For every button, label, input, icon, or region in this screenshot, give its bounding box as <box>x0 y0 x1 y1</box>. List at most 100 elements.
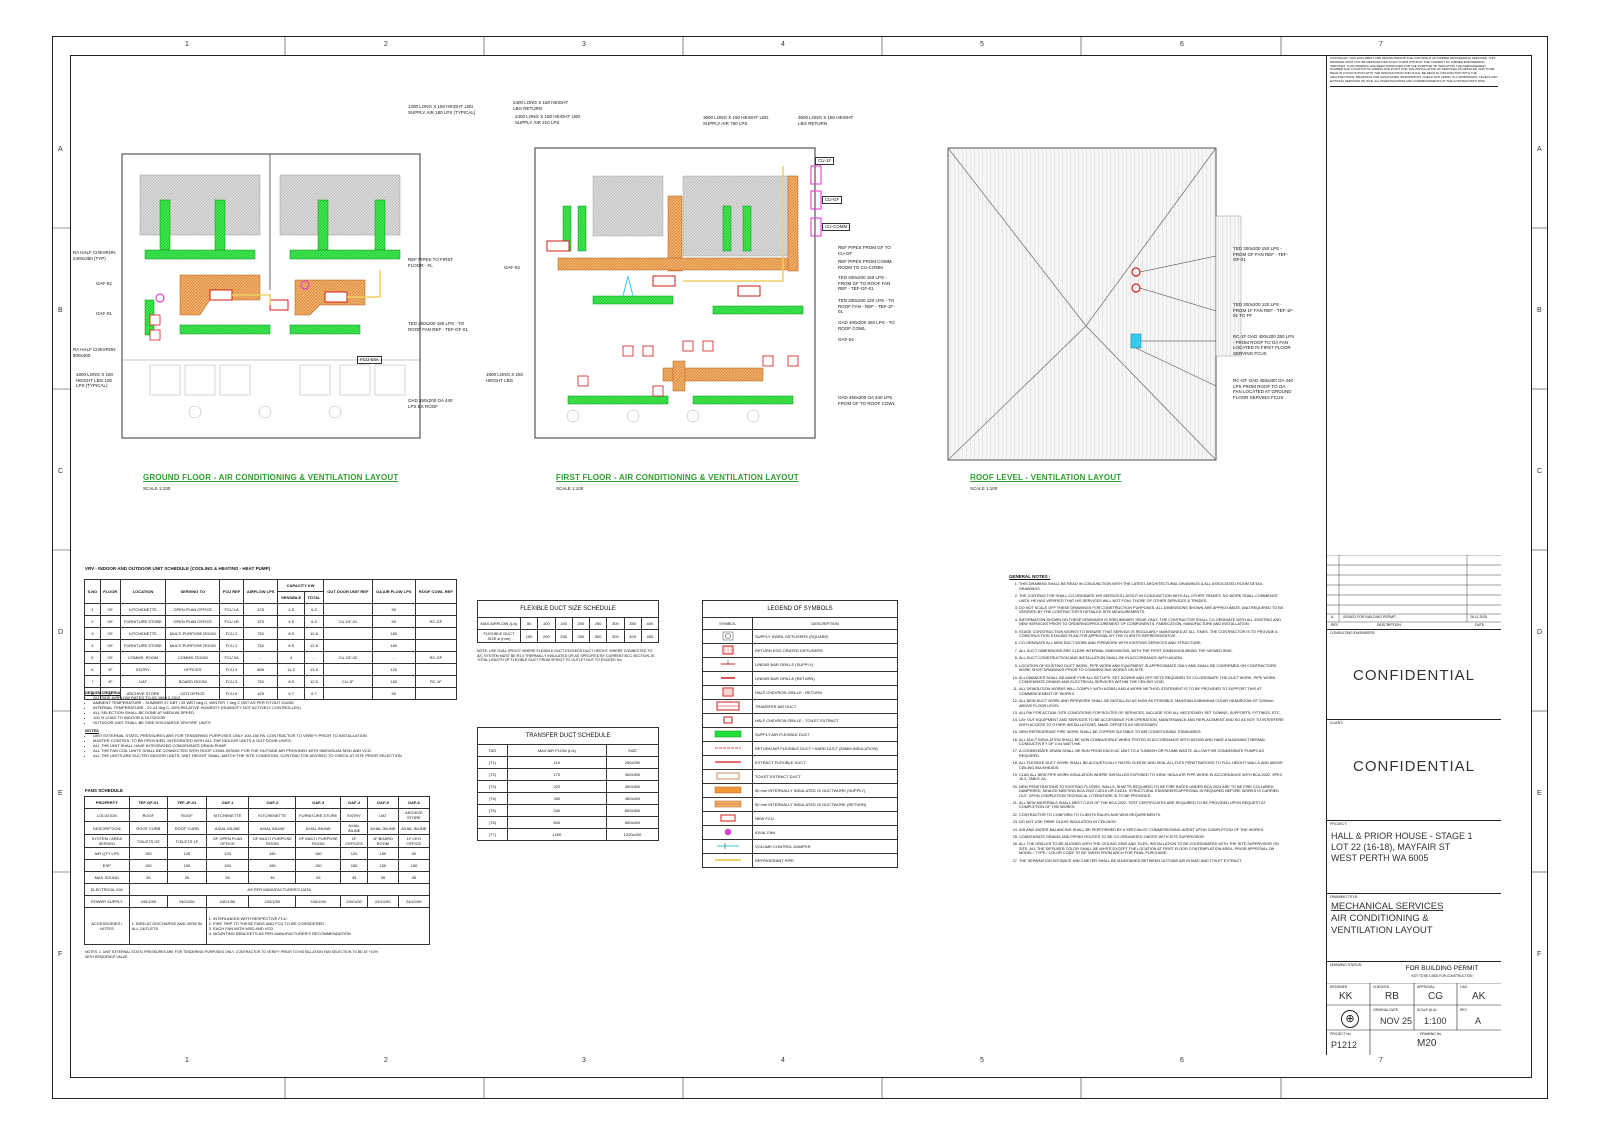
checked-value: RB <box>1385 991 1399 1002</box>
vrv-cell: GF <box>99 651 121 664</box>
vrv-cell: 5 <box>84 651 101 664</box>
legend-symbol-lbg-s-icon <box>702 657 753 672</box>
fans-cell: GF MULTI PURPOSE ROOM <box>248 834 297 848</box>
vrv-header-capacity: CAPACITY KW <box>277 579 324 592</box>
transfer-cell: 450x400 <box>605 792 660 805</box>
vrv-cell: 6.3 <box>303 603 324 616</box>
vrv-cell: RC-GF <box>414 615 458 628</box>
fans-cell: GF MULTI PURPOSE ROOM <box>295 834 342 848</box>
vrv-cell <box>414 663 458 676</box>
transfer-cell: 300 <box>506 792 607 805</box>
vrv-cell: 90 <box>371 615 416 628</box>
grid-row-d: D <box>58 629 64 636</box>
fans-cell: 35 <box>295 871 342 884</box>
general-notes-list: THIS DRAWING SHALL BE READ IN CONJUNCTIO… <box>1009 582 1285 863</box>
legend-row: HALF CHEVRON GRILLE - RETURN <box>702 685 898 700</box>
vrv-cell: 13.5 <box>303 663 324 676</box>
vrv-cell: FCU 1B <box>219 615 244 628</box>
general-note-item: DO NOT USE FIBRE GLASS INSULATION IN CEI… <box>1019 820 1285 824</box>
flex-cell: 200 <box>571 617 591 630</box>
first-callout-2: 2400 LONG X 150 HEIGHT LBG SUPPLY AIR 21… <box>515 114 581 125</box>
ground-floor-plan-drawing <box>121 153 421 439</box>
vrv-cell: ARCHIVE STORE <box>119 687 167 700</box>
design-criteria-item: OUTDOOR UNIT SHALL BE SIDE DISCHARGE VRV… <box>93 720 445 725</box>
fans-cell: AXIAL INLINE <box>397 821 431 835</box>
vrv-cell: 4.5 <box>277 603 305 616</box>
first-floor-title: FIRST FLOOR - AIR CONDITIONING & VENTILA… <box>556 473 799 482</box>
legend-header-description: DESCRIPTION <box>752 617 898 630</box>
fans-cell: ARCHIVE STORE <box>397 808 431 822</box>
vrv-cell <box>414 687 458 700</box>
vrv-header-fcu: FCU REF <box>219 579 244 604</box>
fans-cell: KITCHENETTE <box>205 808 250 822</box>
fans-header-cell: OAF-4 <box>340 796 368 809</box>
fans-cell: 150 <box>295 859 342 872</box>
first-floor-plan <box>533 146 831 442</box>
grid-col-6: 6 <box>1180 41 1184 48</box>
transfer-duct-title: TRANSFER DUCT SCHEDULE <box>477 727 659 745</box>
vrv-cell: KITCHENETTE <box>119 603 167 616</box>
fans-accessory-item: 1. INTERLINKED WITH RESPECTIVE FCU <box>208 916 287 921</box>
flex-cell: 350 <box>623 617 642 630</box>
vrv-cell: 1 <box>84 603 101 616</box>
fans-cell: ENTRY <box>340 808 368 822</box>
legend-row: SUPPLY AIR FLEXIBLE DUCT <box>702 727 898 742</box>
grid-col-7: 7 <box>1379 41 1383 48</box>
client-name: CONFIDENTIAL <box>1352 758 1475 775</box>
legend-row: EXTRACT FLEXIBLE DUCT <box>702 755 898 770</box>
fans-cell: ELECTRICAL KW <box>84 883 130 896</box>
general-note-item: DO NOT SCALE OFF THESE DRAWINGS FOR CONS… <box>1019 606 1285 615</box>
project-label: PROJECT: <box>1330 822 1347 826</box>
flex-cell: 400 <box>640 617 660 630</box>
vrv-cell: 6 <box>84 663 101 676</box>
original-date-value: NOV 25 <box>1380 1016 1413 1026</box>
fans-cell: ESP <box>84 859 130 872</box>
first-floor-plan-drawing <box>534 147 822 439</box>
vrv-cell: CU-GF-01 <box>322 615 373 628</box>
fans-cell: LOCATION <box>84 808 130 822</box>
design-criteria-title: DESIGN CRITERIA <box>85 690 121 695</box>
vrv-cell: 752 <box>242 639 279 652</box>
fans-cell: 160 <box>295 847 342 860</box>
status-label: DRAWING STATUS: <box>1330 963 1363 967</box>
grid-row-f: F <box>58 951 63 958</box>
vrv-header-floor: FLOOR <box>99 579 121 604</box>
ground-floor-plan <box>120 150 425 442</box>
ground-callout-3: OAF-02 <box>96 281 112 286</box>
grid-row-f-right: F <box>1537 951 1542 958</box>
vrv-cell: FCU 5 <box>219 675 244 688</box>
fans-cell: 150 <box>128 859 169 872</box>
flex-cell: 250 <box>554 629 573 643</box>
vrv-cell: 4.9 <box>277 615 305 628</box>
fans-cell: 1F BOARD ROOM <box>366 834 399 848</box>
grid-col-2-bottom: 2 <box>384 1057 388 1064</box>
transfer-cell: (T2) <box>477 768 508 781</box>
fans-cell: TOILETS 1F <box>167 834 207 848</box>
vrv-header-total: TOTAL <box>303 591 324 604</box>
first-callout-5: CU-1F <box>815 157 835 165</box>
vrv-cell: 160 <box>371 639 416 652</box>
vrv-cell: FURNITURE STORE <box>119 639 167 652</box>
fans-accessory-item: 4. MOUNTING BRACKETS AS PER MANUFACTURER… <box>208 931 351 936</box>
fans-cell: TOILETS GF <box>128 834 169 848</box>
project-text: HALL & PRIOR HOUSE - STAGE 1 LOT 22 (16-… <box>1331 831 1473 864</box>
legend-description: TOILET EXTRACT DUCT <box>752 769 898 784</box>
transfer-cell: (T6) <box>477 816 508 829</box>
vrv-cell: 1F <box>99 675 121 688</box>
fans-cell: ROOF <box>128 808 169 822</box>
fans-cell: 35 <box>167 871 207 884</box>
drawing-status-sub: NOT TO BE USED FOR CONSTRUCTION <box>1411 974 1473 978</box>
first-callout-10: TED 200x200 150 LPS - FROM GF TO ROOF FA… <box>838 275 891 291</box>
vrv-cell <box>322 663 373 676</box>
roof-callout-4: RC-GF OAD 450x200 OA 440 LPS FROM ROOF T… <box>1233 378 1294 400</box>
flex-cell: 50 <box>519 617 539 630</box>
grid-row-b-right: B <box>1537 307 1542 314</box>
checked-label: CHECKED <box>1373 985 1390 989</box>
designer-value: KK <box>1339 991 1353 1002</box>
grid-row-b: B <box>58 307 63 314</box>
copyright-notice: COPYRIGHT: THIS DOCUMENT AND DESIGN REMA… <box>1330 56 1498 87</box>
